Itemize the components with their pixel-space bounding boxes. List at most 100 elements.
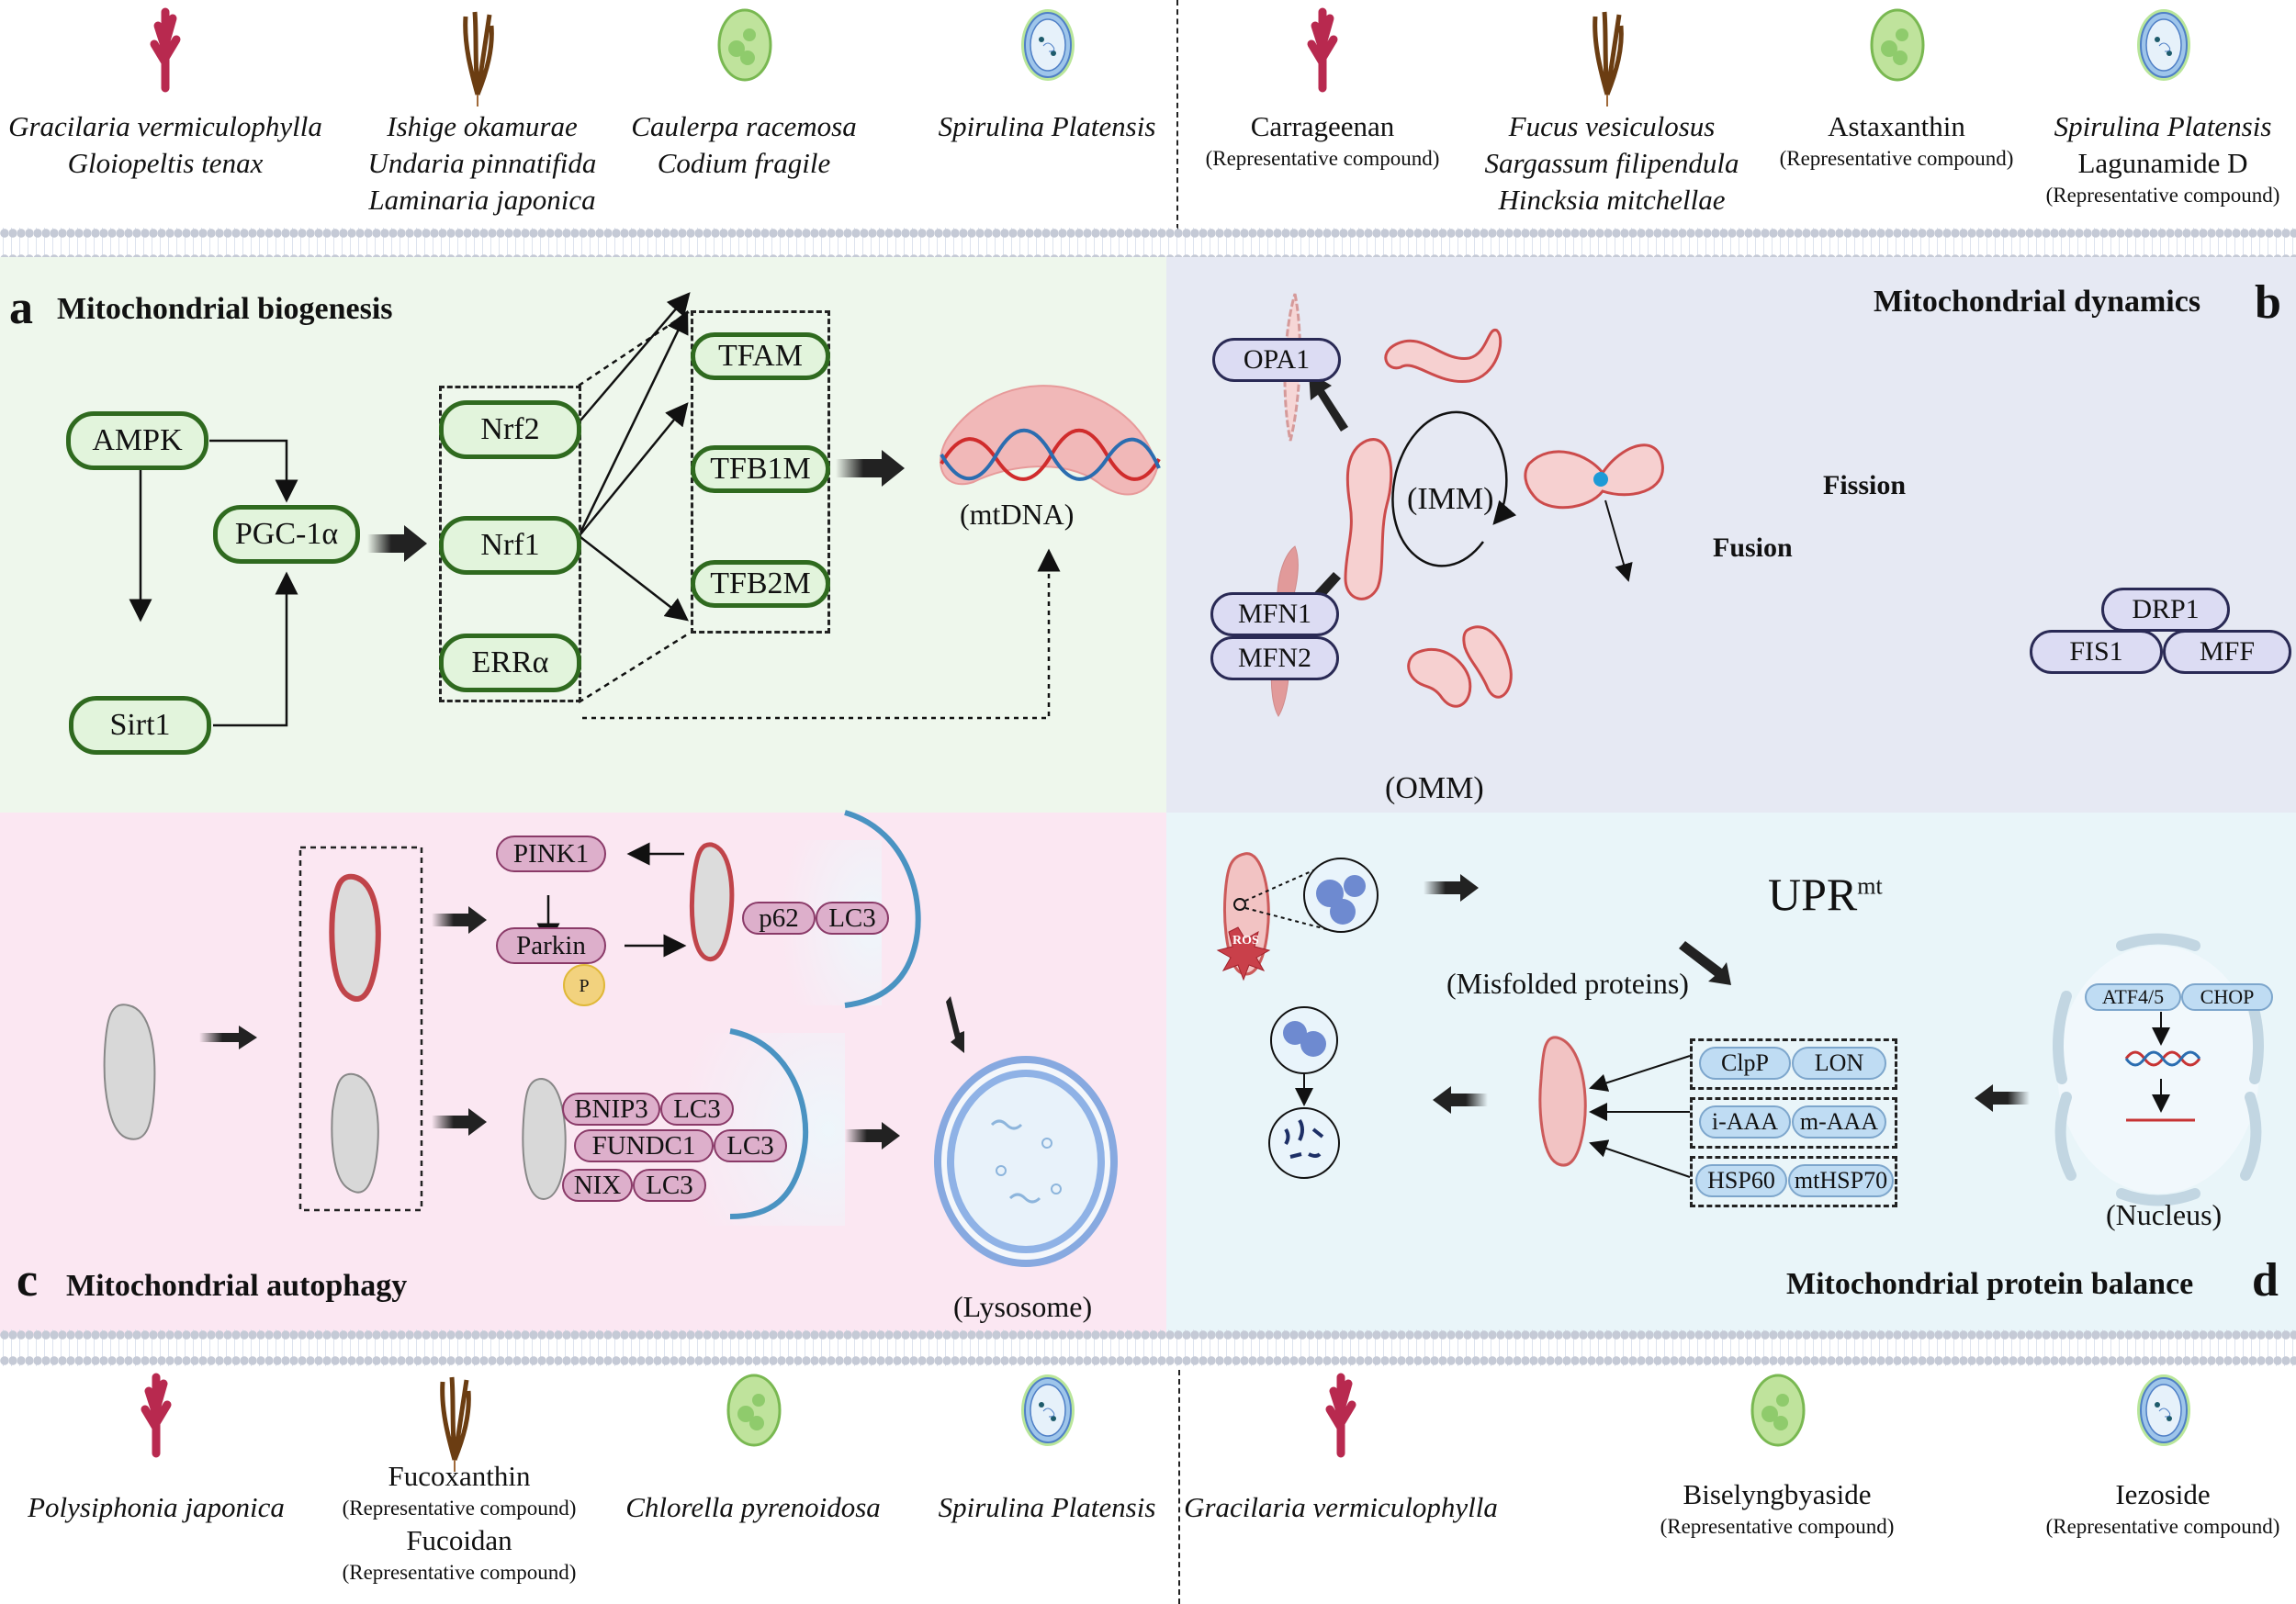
fragment-mitochondrion-1-icon	[1407, 647, 1472, 708]
node-mthsp70: mtHSP70	[1788, 1164, 1894, 1197]
arrow-nrf1-tfb2m	[580, 536, 689, 622]
organism-name: Spirulina Platensis	[938, 1491, 1156, 1523]
node-i-aaa: i-AAA	[1699, 1105, 1791, 1139]
organism-label: Spirulina Platensis	[882, 1489, 1212, 1526]
organism-name: Gracilaria vermiculophylla	[8, 110, 322, 142]
organism-label: Gracilaria vermiculophylla	[1176, 1489, 1506, 1526]
organism-name: Undaria pinnatifida	[367, 147, 597, 179]
panel-a-arrows	[129, 292, 1161, 727]
row-divider-bottom	[1178, 1370, 1180, 1604]
node-atf4-5: ATF4/5	[2085, 983, 2181, 1011]
panel-d-title: Mitochondrial protein balance	[1786, 1267, 2194, 1301]
organism-name: Carrageenan	[1250, 110, 1395, 142]
compound-note: (Representative compound)	[342, 1561, 577, 1584]
imm-label: (IMM)	[1407, 482, 1494, 516]
mtdna-mitochondrion-icon	[940, 385, 1161, 496]
damaged-mito-group-box	[298, 846, 423, 1212]
node-lc3-nix: LC3	[633, 1169, 706, 1202]
elongated-mitochondrion-icon	[1384, 329, 1503, 384]
green-algae-icon	[1750, 1373, 1806, 1453]
node-opa1: OPA1	[1212, 338, 1341, 382]
compound-note: (Representative compound)	[342, 1497, 577, 1520]
node-hsp60: HSP60	[1695, 1164, 1787, 1197]
red-algae-icon	[1313, 1373, 1368, 1460]
aaa-protease-group-box	[1690, 1097, 1897, 1149]
mitochondrion-receptor-anchor-icon	[522, 1077, 567, 1200]
ros-label: ROS	[1232, 934, 1259, 948]
cyanobacteria-icon	[2135, 1373, 2192, 1453]
node-sirt1: Sirt1	[69, 696, 211, 755]
node-lc3-bnip3: LC3	[660, 1093, 734, 1126]
arrow-sirt1-pgc	[213, 571, 298, 727]
organism-label: Astaxanthin (Representative compound)	[1731, 108, 2062, 173]
organism-label: Fucoxanthin (Representative compound) Fuco…	[294, 1458, 625, 1587]
dividing-mitochondrion-icon	[1524, 443, 1664, 510]
organism-name: Astaxanthin	[1828, 110, 1965, 142]
fragment-mitochondrion-2-icon	[1462, 625, 1513, 699]
organism-name: Fucoidan	[406, 1524, 512, 1556]
panel-c-graphics	[103, 810, 1118, 1267]
zoom-origin-circle	[1233, 898, 1246, 911]
arrow-chaperones-mito	[1589, 1139, 1691, 1178]
node-mfn2: MFN2	[1210, 636, 1339, 680]
thick-arrow-to-degradation	[1433, 1086, 1488, 1114]
node-parkin: Parkin	[496, 927, 606, 964]
node-tfam: TFAM	[691, 332, 830, 380]
organism-name: Sargassum filipendula	[1484, 147, 1739, 179]
thick-arrow-to-nucleus	[1679, 941, 1731, 985]
compound-note: (Representative compound)	[1779, 147, 2014, 170]
node-fundc1: FUNDC1	[574, 1129, 714, 1162]
ros-burst-icon	[1216, 926, 1271, 981]
node-p62: p62	[742, 902, 816, 935]
panel-letter-a: a	[9, 282, 33, 334]
zoom-connector-bottom	[578, 632, 690, 704]
cyanobacteria-icon	[1019, 1373, 1076, 1453]
organism-name: Gloiopeltis tenax	[67, 147, 264, 179]
nucleus-label: (Nucleus)	[2106, 1198, 2223, 1231]
node-tfb1m: TFB1M	[691, 445, 830, 493]
organism-name: Spirulina Platensis	[938, 110, 1156, 142]
panel-b-title: Mitochondrial dynamics	[1874, 285, 2201, 319]
misfolded-proteins-label: (Misfolded proteins)	[1446, 967, 1689, 1000]
organism-name: Lagunamide D	[2077, 147, 2248, 179]
row-divider	[1176, 0, 1178, 230]
damaged-mitochondrion-gray-icon	[331, 1072, 379, 1194]
phagophore-top-icon	[844, 810, 921, 1008]
fusion-fission-cycle-arrow	[1391, 410, 1517, 567]
organism-label: Chlorella pyrenoidosa	[588, 1489, 918, 1526]
organism-name: Fucoxanthin	[388, 1460, 531, 1492]
membrane-band-bottom	[0, 1329, 2296, 1366]
thick-arrow-to-pink1	[432, 906, 487, 934]
node-drp1: DRP1	[2101, 588, 2230, 632]
thick-arrow-to-receptors	[432, 1108, 487, 1136]
damaged-mitochondrion-red-icon	[329, 873, 381, 1002]
zoom-connector-top	[578, 310, 690, 387]
node-chop: CHOP	[2181, 983, 2273, 1011]
organism-name: Hincksia mitchellae	[1498, 184, 1726, 216]
red-algae-icon	[1295, 7, 1350, 95]
upr-superscript: mt	[1857, 872, 1883, 900]
green-algae-icon	[716, 7, 773, 87]
compound-note: (Representative compound)	[2045, 184, 2280, 207]
lysosome-label: (Lysosome)	[953, 1290, 1093, 1323]
fusion-label: Fusion	[1713, 533, 1793, 563]
organism-name: Ishige okamurae	[387, 110, 578, 142]
mtdna-label: (mtDNA)	[960, 498, 1075, 531]
organism-name: Codium fragile	[657, 147, 831, 179]
organism-label: Carrageenan(Representative compound)	[1157, 108, 1488, 173]
arrow-proteases-mito	[1589, 1055, 1691, 1092]
panel-mitochondrial-biogenesis: a Mitochondrial biogenesis	[0, 257, 1166, 813]
red-algae-icon	[129, 1373, 184, 1460]
degraded-peptides-icon	[1268, 1107, 1340, 1179]
cyanobacteria-icon	[2135, 7, 2192, 87]
brown-algae-icon	[455, 7, 501, 113]
panel-a-title: Mitochondrial biogenesis	[57, 292, 393, 326]
node-m-aaa: m-AAA	[1792, 1105, 1886, 1139]
compound-note: (Representative compound)	[2045, 1515, 2280, 1538]
repaired-mitochondrion-icon	[1538, 1036, 1587, 1167]
node-bnip3: BNIP3	[562, 1093, 660, 1126]
